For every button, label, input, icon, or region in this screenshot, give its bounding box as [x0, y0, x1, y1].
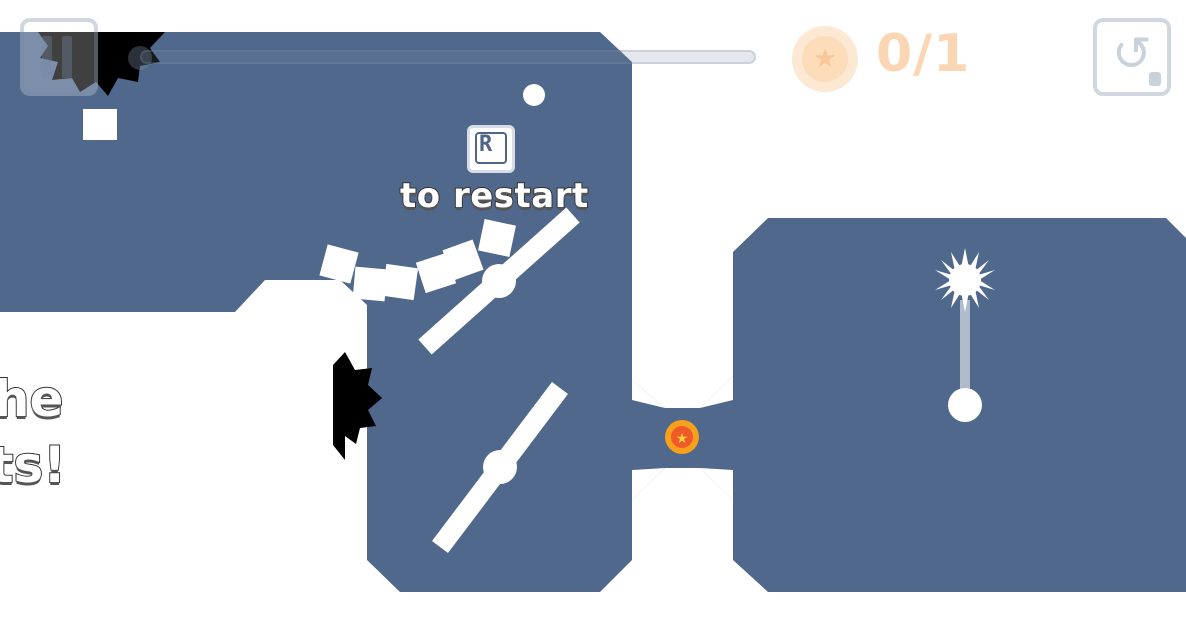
- restart-key-badge: [1149, 72, 1161, 86]
- spike-gear-mid-icon: [333, 352, 382, 460]
- star-icon: ★: [813, 44, 837, 74]
- level-progress-bar: [140, 50, 756, 64]
- restart-key-hint: R: [467, 125, 515, 173]
- level-progress-knob: [128, 46, 152, 70]
- pendulum-anchor: [948, 388, 982, 422]
- coin-star-glyph: ★: [676, 431, 689, 447]
- paddle-upper-pivot: [482, 264, 516, 298]
- restart-icon: ↺: [1111, 26, 1153, 82]
- pause-button[interactable]: [20, 18, 98, 96]
- key-label: R: [479, 132, 493, 157]
- block-chain: [319, 219, 516, 302]
- tutorial-text-line2: cts!: [0, 435, 67, 495]
- spike-ball-icon: [935, 248, 995, 312]
- tutorial-text-line1: the: [0, 369, 64, 429]
- coin-counter: 0/1: [876, 24, 971, 84]
- key-cap: [475, 132, 507, 164]
- star-coin-icon[interactable]: ★: [665, 420, 699, 454]
- restart-button[interactable]: ↺: [1093, 18, 1171, 96]
- white-block: [83, 109, 117, 140]
- spike-gear-top-icon: [38, 32, 165, 96]
- paddle-lower-pivot: [483, 450, 517, 484]
- pause-icon: [42, 36, 52, 78]
- wall-right: [632, 218, 1186, 592]
- pause-icon-bar: [62, 36, 72, 78]
- coin-counter-icon: ★: [792, 26, 858, 92]
- restart-hint-text: to restart: [399, 175, 589, 217]
- white-ball: [523, 84, 545, 106]
